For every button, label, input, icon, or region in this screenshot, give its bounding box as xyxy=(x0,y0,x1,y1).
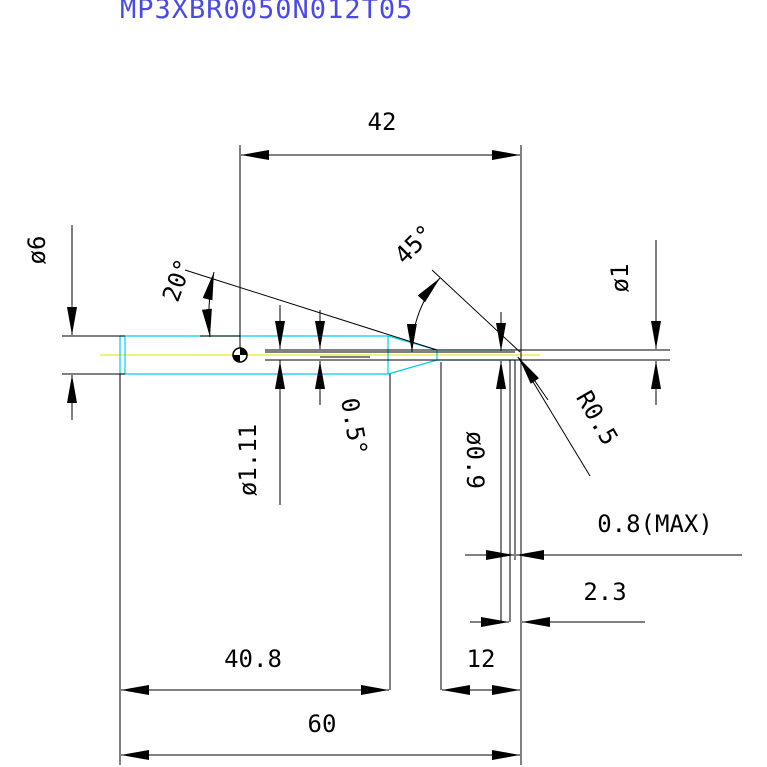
dim-label-shank-length: 40.8 xyxy=(224,645,282,673)
dimension-lines xyxy=(67,150,742,760)
dim-label-tip-diameter: ø1 xyxy=(606,264,634,293)
dim-label-corner-radius: R0.5 xyxy=(570,386,623,450)
neck-lines xyxy=(265,349,515,361)
dim-label-flute-diameter: ø0.9 xyxy=(461,431,489,489)
datum-point-icon xyxy=(232,347,248,363)
dim-label-tip-step: 2.3 xyxy=(583,578,626,606)
dim-label-flute-length: 12 xyxy=(467,645,496,673)
dim-label-tip-offset-max: 0.8(MAX) xyxy=(597,510,713,538)
dim-label-neck-taper-angle: 0.5° xyxy=(335,396,373,458)
dim-label-shank-diameter: ø6 xyxy=(23,236,51,265)
dim-label-taper-angle: 20° xyxy=(157,255,198,305)
dim-label-neck-diameter: ø1.11 xyxy=(234,424,262,496)
extension-lines xyxy=(62,145,670,765)
part-number-title: MP3XBR0050N012T05 xyxy=(120,0,414,25)
dim-label-overall-length: 42 xyxy=(368,108,397,136)
dim-label-point-angle: 45° xyxy=(389,219,439,269)
dim-label-total-length: 60 xyxy=(308,710,337,738)
